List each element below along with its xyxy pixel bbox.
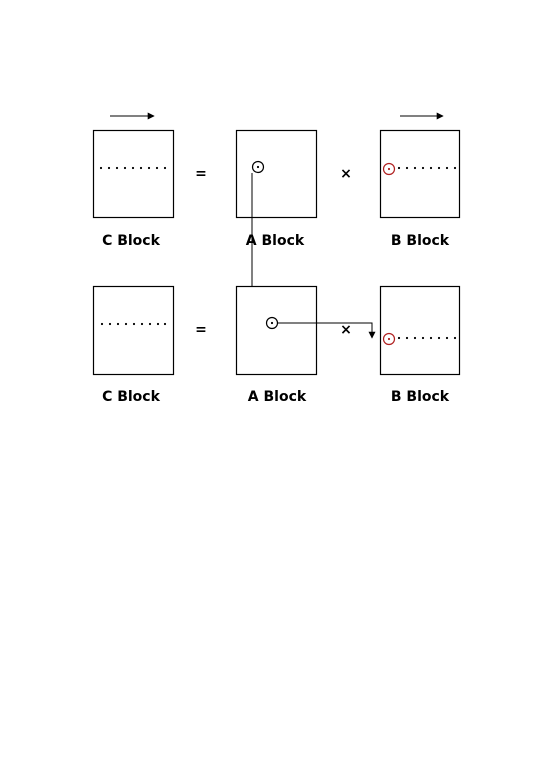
c-block-1-dotted-row-icon bbox=[99, 166, 167, 170]
a-block-1-label: A Block bbox=[246, 233, 305, 249]
b-block-2-dotted-row-icon bbox=[397, 336, 457, 340]
b-block-2-label: B Block bbox=[391, 389, 450, 405]
times-sign-1: × bbox=[340, 166, 352, 182]
b-block-1 bbox=[379, 129, 461, 219]
c-block-2 bbox=[92, 285, 175, 376]
b-block-1-label: B Block bbox=[391, 233, 450, 249]
row-1: = × C Block A Block B Block bbox=[92, 112, 461, 249]
a-block-2-label: A Block bbox=[248, 389, 307, 405]
a-block-2-element-circle-icon bbox=[265, 316, 279, 330]
times-sign-2: × bbox=[340, 322, 352, 338]
c-block-1 bbox=[92, 129, 175, 219]
c-block-2-label: C Block bbox=[102, 389, 161, 405]
a-block-2 bbox=[235, 285, 318, 376]
b-block-1-highlight-circle-icon bbox=[382, 162, 396, 176]
equals-sign-2: = bbox=[195, 322, 207, 338]
c-block-2-dotted-row-icon bbox=[100, 322, 167, 326]
row-2: = × C Block A Block B Blo bbox=[92, 285, 461, 405]
a-to-b-connector-down-arrow-icon bbox=[278, 322, 376, 339]
b-block-2 bbox=[379, 285, 461, 376]
b-block-1-dotted-row-icon bbox=[397, 166, 457, 170]
equals-sign-1: = bbox=[195, 166, 207, 182]
a-block-1-element-circle-icon bbox=[251, 160, 265, 174]
b-block-2-highlight-circle-icon bbox=[382, 332, 396, 346]
a-block-1 bbox=[235, 129, 318, 219]
c-block-1-label: C Block bbox=[102, 233, 161, 249]
